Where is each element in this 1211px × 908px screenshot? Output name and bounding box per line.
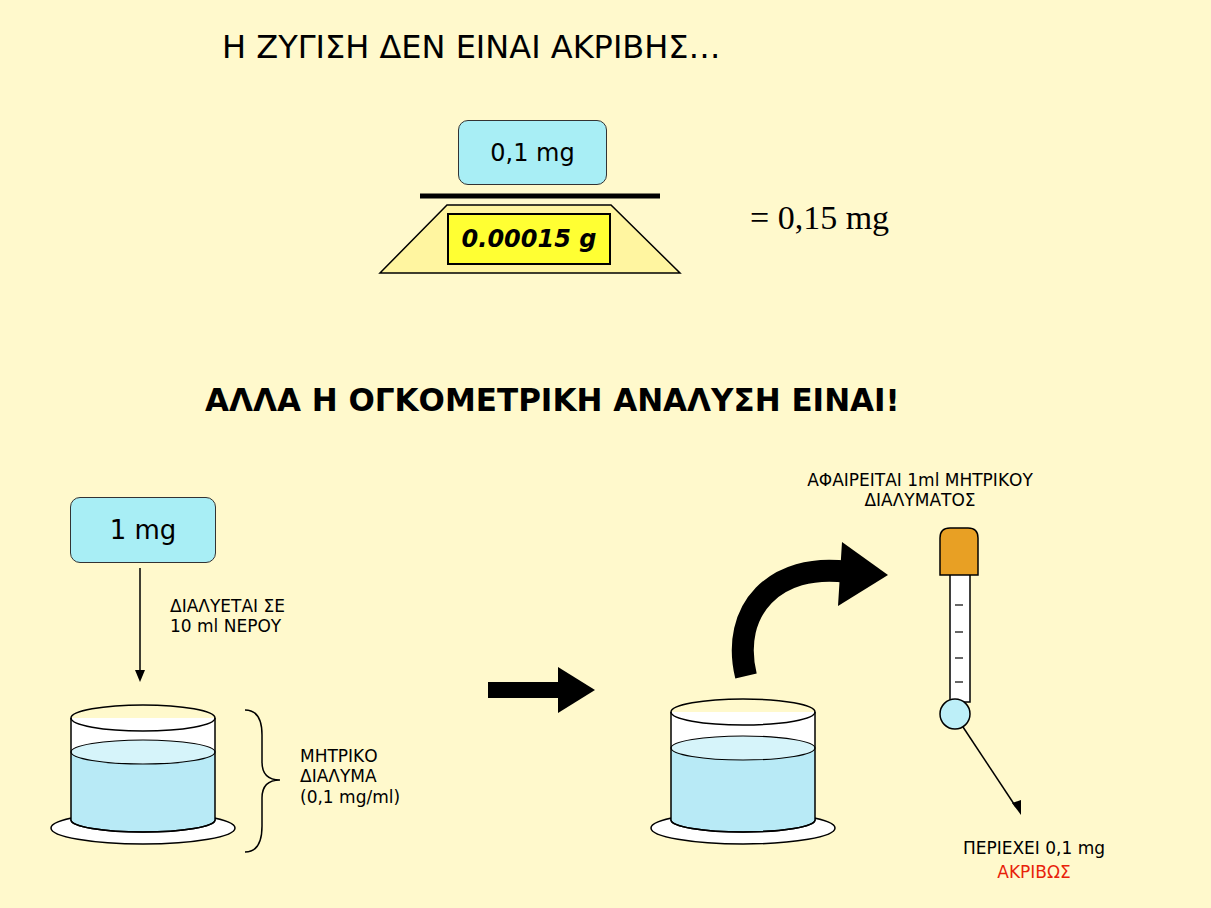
- result-text: = 0,15 mg: [750, 198, 889, 239]
- scale-plate: [420, 194, 660, 199]
- box-text: 0.00015 g: [462, 225, 597, 253]
- beaker: [651, 699, 835, 844]
- step-note: ΑΦΑΙΡΕΙΤΑΙ 1ml ΜΗΤΡΙΚΟΥ ΔΙΑΛΥΜΑΤΟΣ: [770, 470, 1070, 511]
- brace: [245, 710, 280, 852]
- leader-line: [963, 727, 1016, 807]
- weight-box: 0,1 mg: [458, 120, 607, 185]
- result-text: ΠΕΡΙΕΧΕΙ 0,1 mg: [924, 838, 1144, 858]
- box-text: 1 mg: [110, 515, 177, 545]
- pipette: [940, 528, 978, 729]
- arrow-head: [838, 542, 888, 606]
- arrow-head: [135, 670, 145, 682]
- down-arrow: [139, 568, 141, 672]
- title: Η ΖΥΓΙΣΗ ΔΕΝ ΕΙΝΑΙ ΑΚΡΙΒΗΣ…: [222, 28, 721, 66]
- heading: ΑΛΛΑ Η ΟΓΚΟΜΕΤΡΙΚΗ ΑΝΑΛΥΣΗ ΕΙΝΑΙ!: [205, 382, 900, 419]
- step-note: ΔΙΑΛΥΕΤΑΙ ΣΕ 10 ml ΝΕΡΟΥ: [170, 596, 302, 637]
- weight-box: 1 mg: [70, 497, 216, 563]
- emphasis-text: ΑΚΡΙΒΩΣ: [924, 862, 1144, 882]
- curved-arrow: [743, 571, 848, 676]
- scale-base: [380, 205, 680, 273]
- arrow-head: [558, 667, 595, 713]
- process-arrow: [488, 682, 562, 698]
- scale-display: 0.00015 g: [447, 213, 611, 265]
- box-text: 0,1 mg: [490, 139, 574, 167]
- arrow-head: [1012, 800, 1021, 815]
- solution-label: ΜΗΤΡΙΚΟ ΔΙΑΛΥΜΑ (0,1 mg/ml): [300, 746, 412, 807]
- beaker: [51, 705, 235, 844]
